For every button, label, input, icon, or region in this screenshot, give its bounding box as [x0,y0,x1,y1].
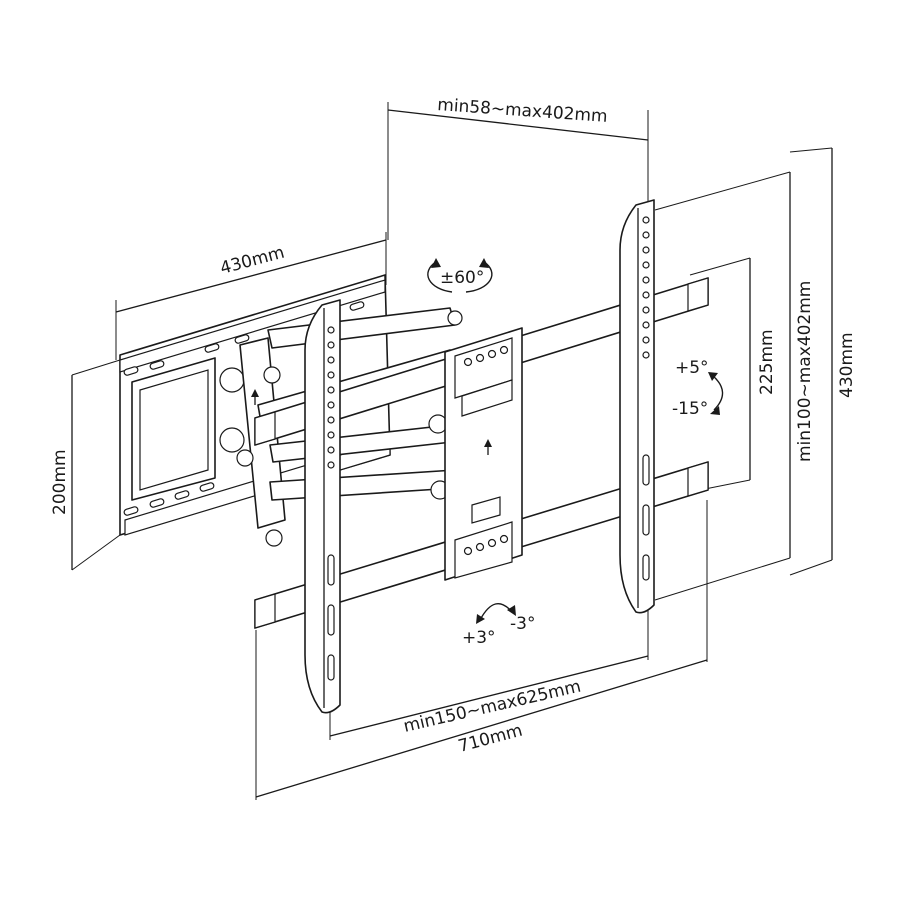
tilt-arrow-icon [708,372,724,415]
tilt-up-label: +5° [675,358,709,378]
arm-extension-label: min58~max402mm [437,95,609,127]
left-vertical-bracket [304,299,341,714]
horizontal-range-dim-line [329,655,649,737]
swivel-arrow-icon [427,258,493,293]
swivel-label: ±60° [440,268,484,288]
level-arrow-icon [476,603,516,624]
tilt-down-label: -15° [672,399,708,419]
dimension-lines [71,102,833,800]
overall-width-dim-line [255,659,708,798]
tilt-block [444,327,523,581]
level-plus-label: +3° [462,628,496,648]
wall-height-label: 200mm [50,449,70,515]
spacing-225-label: 225mm [757,329,777,395]
right-vertical-bracket [619,199,655,614]
level-minus-label: -3° [510,614,535,634]
overall-height-label: 430mm [837,332,857,398]
arm-extension-dim-line [387,109,649,141]
vertical-range-label: min100~max402mm [795,281,815,462]
wall-width-label: 430mm [218,243,287,279]
rotation-labels: ±60° +5° -15° +3° -3° [440,268,709,648]
wall-width-dim-line [115,239,387,313]
